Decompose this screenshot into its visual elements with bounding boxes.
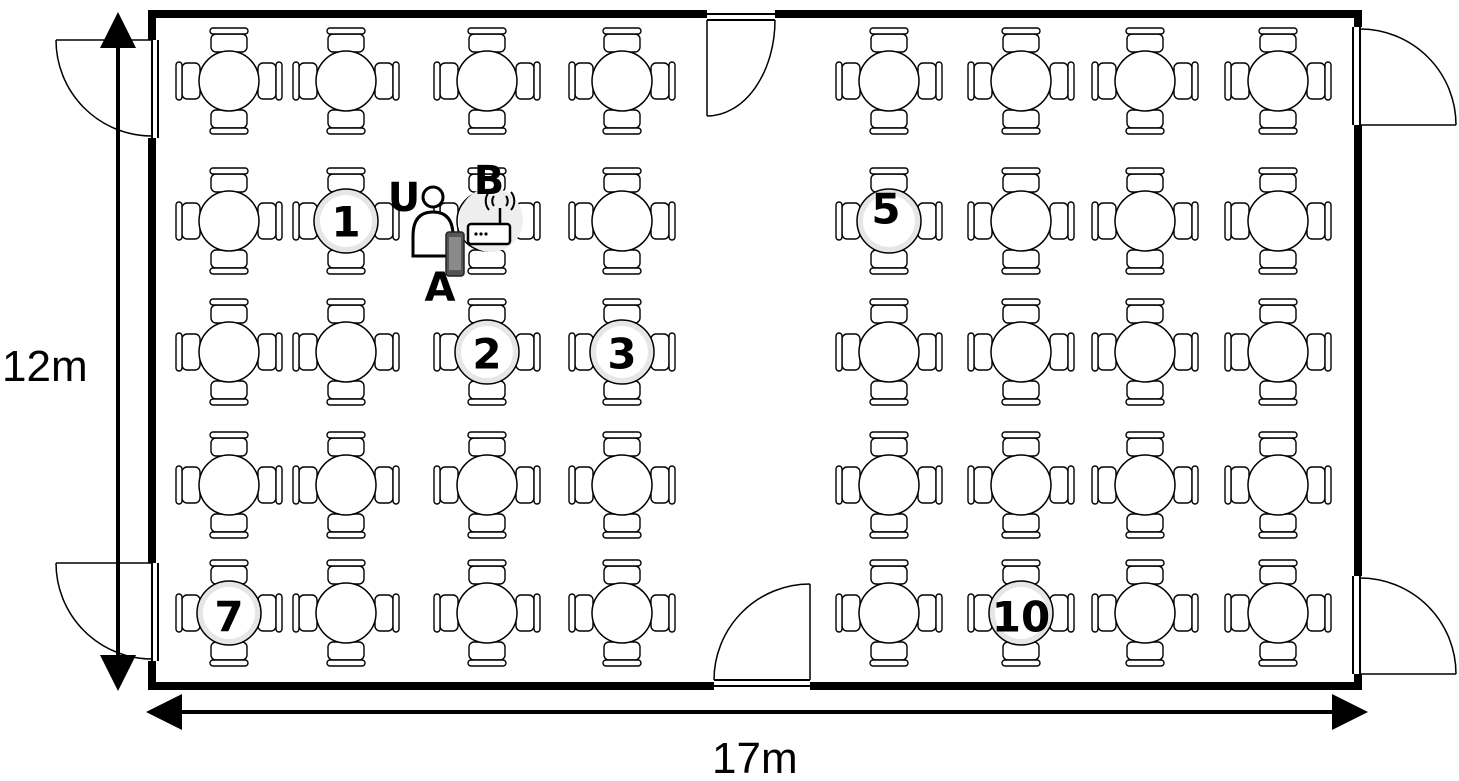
height-label: 12m	[2, 342, 88, 391]
table-label-7: 7	[214, 593, 243, 642]
table-icon	[967, 298, 1075, 406]
table-icon	[175, 27, 283, 135]
phone-icon	[445, 231, 465, 277]
table-icon	[568, 559, 676, 667]
door-icon	[706, 10, 776, 117]
width-label: 17m	[712, 734, 798, 781]
tables-layer	[175, 27, 1332, 667]
router-icon	[459, 188, 523, 252]
table-icon	[1091, 27, 1199, 135]
table-icon	[433, 431, 541, 539]
router-label: B	[474, 158, 505, 204]
table-label-1: 1	[331, 198, 360, 247]
table-label-3: 3	[607, 330, 636, 379]
table-icon	[1224, 431, 1332, 539]
table-icon	[568, 431, 676, 539]
table-icon	[1091, 559, 1199, 667]
table-icon	[292, 298, 400, 406]
table-icon	[835, 298, 943, 406]
table-icon	[835, 559, 943, 667]
table-icon	[1091, 298, 1199, 406]
table-icon	[568, 298, 676, 406]
door-icon	[1352, 27, 1457, 126]
table-icon	[175, 431, 283, 539]
table-label-10: 10	[992, 593, 1050, 642]
table-icon	[292, 431, 400, 539]
table-icon	[292, 559, 400, 667]
table-label-5: 5	[871, 185, 900, 234]
table-icon	[835, 167, 943, 275]
table-icon	[568, 27, 676, 135]
table-icon	[433, 27, 541, 135]
table-icon	[835, 27, 943, 135]
table-icon	[433, 559, 541, 667]
table-icon	[1091, 167, 1199, 275]
table-icon	[568, 167, 676, 275]
phone-label: A	[425, 265, 456, 311]
door-icon	[55, 562, 159, 661]
table-icon	[967, 559, 1075, 667]
table-icon	[1224, 27, 1332, 135]
table-icon	[967, 167, 1075, 275]
door-icon	[713, 583, 811, 690]
table-icon	[175, 298, 283, 406]
table-icon	[175, 167, 283, 275]
table-icon	[1224, 167, 1332, 275]
door-icon	[1352, 576, 1457, 675]
table-icon	[967, 27, 1075, 135]
table-icon	[292, 27, 400, 135]
door-icon	[55, 39, 159, 138]
table-icon	[1091, 431, 1199, 539]
table-label-2: 2	[472, 330, 501, 379]
table-icon	[292, 167, 400, 275]
table-icon	[1224, 559, 1332, 667]
user-label: U	[388, 175, 420, 221]
table-icon	[967, 431, 1075, 539]
table-icon	[835, 431, 943, 539]
table-icon	[433, 298, 541, 406]
table-icon	[175, 559, 283, 667]
table-icon	[1224, 298, 1332, 406]
